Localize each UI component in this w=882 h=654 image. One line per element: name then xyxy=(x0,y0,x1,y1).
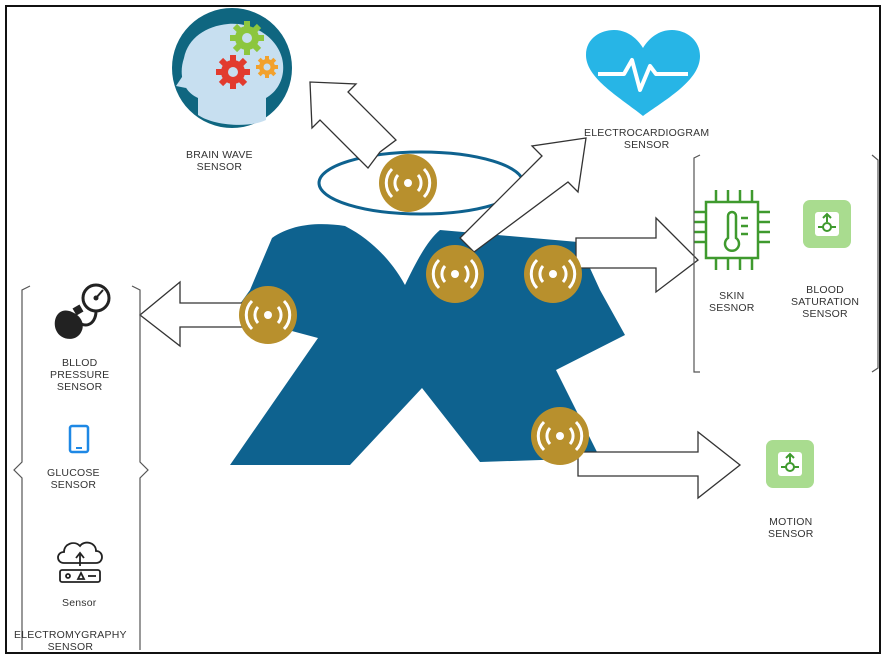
emg-device-label: Sensor xyxy=(62,597,97,609)
thermometer-chip-icon xyxy=(694,190,770,270)
brain-gears-icon xyxy=(172,8,292,128)
sensor-node-right-shoulder xyxy=(524,245,582,303)
arrow-to-left-group xyxy=(138,280,245,348)
left-group-bracket xyxy=(13,285,149,650)
blood-pressure-gauge-icon xyxy=(54,283,111,339)
green-tile-icon xyxy=(803,200,851,248)
green-tile-icon xyxy=(766,440,814,488)
right-group-bracket xyxy=(693,154,879,373)
heart-pulse-icon xyxy=(586,30,700,116)
sensor-node-chest xyxy=(426,245,484,303)
arrow-to-skin xyxy=(575,216,699,294)
arrow-to-brain xyxy=(309,81,397,169)
sensor-node-head xyxy=(379,154,437,212)
arrow-to-ecg xyxy=(459,137,587,253)
sensor-node-left-arm xyxy=(239,286,297,344)
tablet-icon xyxy=(68,424,90,454)
arrow-to-motion xyxy=(577,430,742,500)
diagram-frame xyxy=(5,5,881,654)
cloud-upload-device-icon xyxy=(57,541,103,583)
sensor-node-right-leg xyxy=(531,407,589,465)
